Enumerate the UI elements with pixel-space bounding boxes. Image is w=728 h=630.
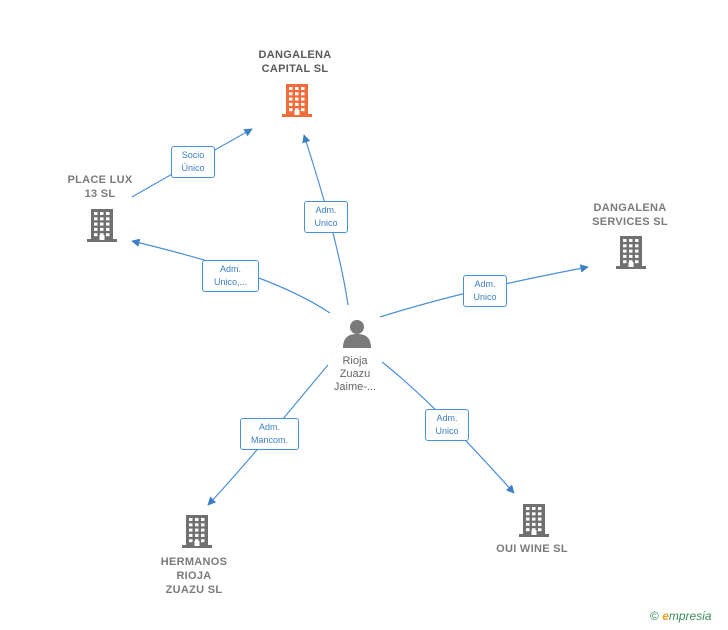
person-label[interactable]: Rioja Zuazu Jaime-... — [333, 355, 377, 393]
building-icon[interactable] — [87, 209, 117, 242]
building-icon[interactable] — [616, 236, 646, 269]
copyright-icon: © — [650, 609, 659, 623]
footer-credit: © empresia — [650, 609, 712, 623]
node-label-hermanos-rioja[interactable]: HERMANOS RIOJA ZUAZU SL — [160, 556, 228, 596]
edge-label-adm-hermanos[interactable]: Adm.Mancom. — [240, 418, 299, 450]
building-icon[interactable] — [182, 515, 212, 548]
edge-label-adm-ouiwine[interactable]: Adm.Unico — [425, 409, 469, 441]
node-label-oui-wine[interactable]: OUI WINE SL — [496, 543, 568, 555]
brand-logo[interactable]: empresia — [662, 609, 712, 623]
edge-label-adm-capital[interactable]: Adm.Unico — [304, 201, 348, 233]
node-label-dangalena-services[interactable]: DANGALENA SERVICES SL — [592, 202, 668, 228]
building-icon[interactable] — [282, 84, 312, 117]
node-label-place-lux[interactable]: PLACE LUX 13 SL — [67, 174, 133, 200]
person-icon[interactable] — [343, 320, 371, 348]
node-label-dangalena-capital[interactable]: DANGALENA CAPITAL SL — [258, 49, 332, 75]
edge-label-adm-placelux[interactable]: Adm.Unico,... — [202, 260, 259, 292]
building-icon[interactable] — [519, 504, 549, 537]
edge-label-adm-services[interactable]: Adm.Unico — [463, 275, 507, 307]
